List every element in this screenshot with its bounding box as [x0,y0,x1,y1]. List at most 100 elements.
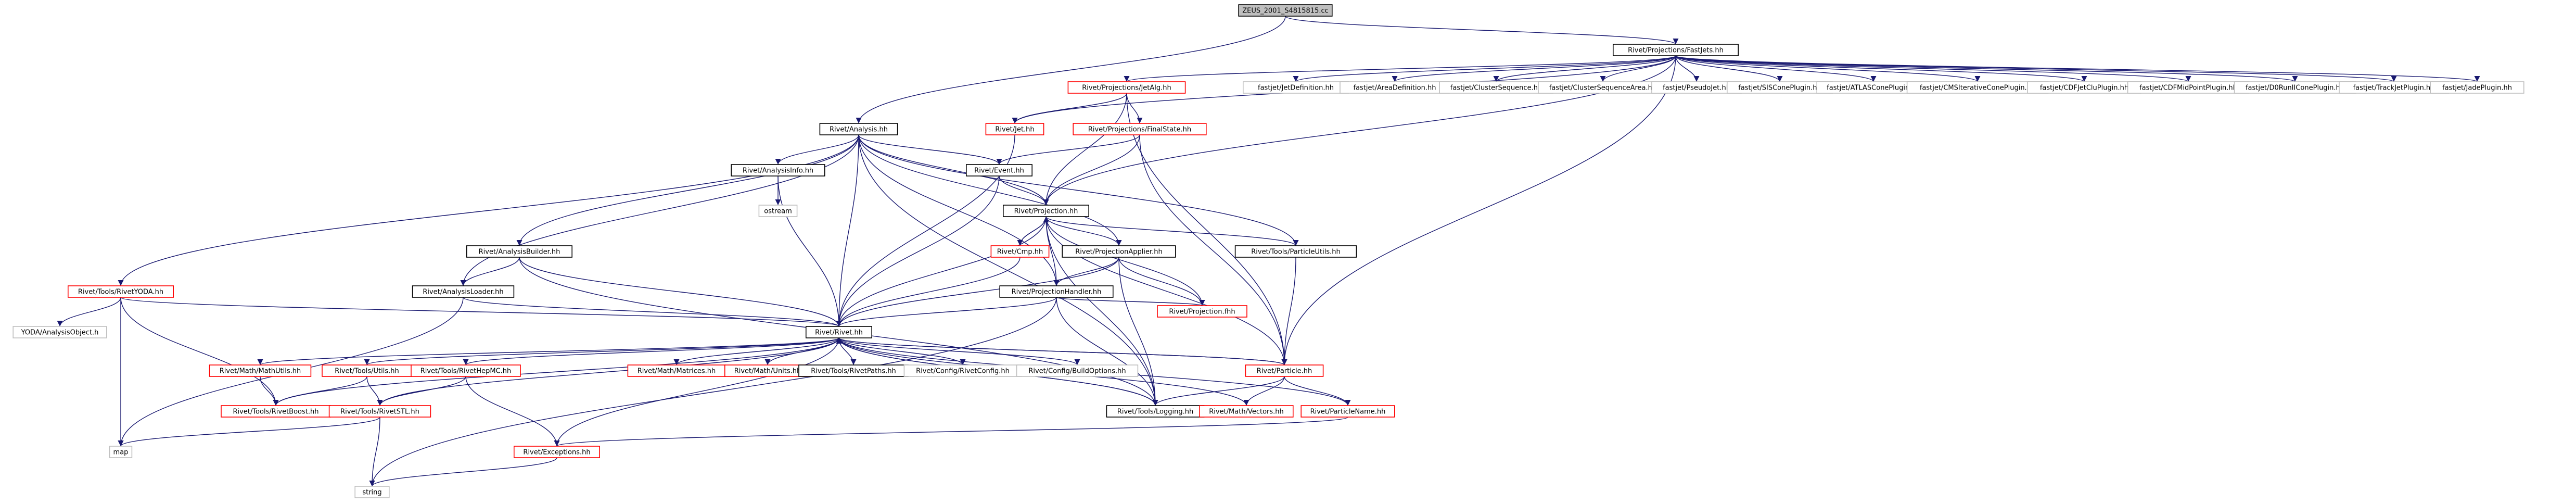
node-units[interactable]: Rivet/Math/Units.hh [724,364,811,377]
node-jade[interactable]: fastjet/JadePlugin.hh [2430,81,2524,94]
node-cdfmid[interactable]: fastjet/CDFMidPointPlugin.hh [2127,81,2250,94]
edge-rivetyoda-to-yodaao [57,297,121,327]
node-label: Rivet/AnalysisInfo.hh [743,167,813,175]
edge-finalstate-to-particle [1139,134,1287,366]
edge-rivethh-to-exceptions [554,337,839,447]
node-box [1003,205,1090,217]
node-label: Rivet/AnalysisBuilder.hh [479,248,560,256]
edge-rivethepmc-to-rivetstl [377,376,466,406]
node-projapplier[interactable]: Rivet/ProjectionApplier.hh [1062,245,1176,258]
node-cdfjetclu[interactable]: fastjet/CDFJetCluPlugin.hh [2027,81,2141,94]
edge-fastjets-to-cmscone [1675,55,1981,82]
node-exceptions[interactable]: Rivet/Exceptions.hh [513,446,600,458]
node-event[interactable]: Rivet/Event.hh [966,164,1033,177]
node-map[interactable]: map [109,446,133,458]
node-clusterseqarea[interactable]: fastjet/ClusterSequenceArea.hh [1538,81,1668,94]
edge-cmp-to-rivethh [836,257,1021,327]
node-label: fastjet/TrackJetPlugin.hh [2353,84,2435,92]
node-label: Rivet/Math/Matrices.hh [637,368,716,375]
node-analysisinfo[interactable]: Rivet/AnalysisInfo.hh [731,164,825,177]
node-yodaao[interactable]: YODA/AnalysisObject.h [12,326,107,338]
node-logging[interactable]: Rivet/Tools/Logging.hh [1106,405,1205,418]
node-particleutils[interactable]: Rivet/Tools/ParticleUtils.hh [1234,245,1357,258]
edge-projhandler-to-logging [1056,297,1158,406]
node-utils[interactable]: Rivet/Tools/Utils.hh [322,364,412,377]
node-rivethh[interactable]: Rivet/Rivet.hh [806,326,873,338]
node-rivetyoda[interactable]: Rivet/Tools/RivetYODA.hh [68,285,174,298]
edge-analysis-to-rivethh [836,134,859,327]
node-d0run[interactable]: fastjet/D0RunIIConePlugin.hh [2234,81,2356,94]
edge-fastjets-to-d0run [1675,55,2298,82]
node-rivetstl[interactable]: Rivet/Tools/RivetSTL.hh [328,405,431,418]
edge-fastjets-to-jetdef [1293,55,1676,82]
edge-analysis-to-projhandler [858,134,1060,286]
node-label: fastjet/CDFJetCluPlugin.hh [2040,84,2128,92]
node-label: ZEUS_2001_S4815815.cc [1242,7,1329,15]
node-finalstate[interactable]: Rivet/Projections/FinalState.hh [1073,123,1207,135]
node-box [1245,364,1324,377]
node-projection[interactable]: Rivet/Projection.hh [1003,205,1090,217]
node-buildoptions[interactable]: Rivet/Config/BuildOptions.hh [1016,364,1139,377]
node-matrices[interactable]: Rivet/Math/Matrices.hh [627,364,726,377]
node-box [209,364,312,377]
node-label: fastjet/JadePlugin.hh [2442,84,2512,92]
node-particle[interactable]: Rivet/Particle.hh [1245,364,1324,377]
node-label: fastjet/JetDefinition.hh [1258,84,1334,92]
node-projfhh[interactable]: Rivet/Projection.fhh [1157,305,1247,318]
node-fastjets[interactable]: Rivet/Projections/FastJets.hh [1613,44,1739,56]
node-clusterseq[interactable]: fastjet/ClusterSequence.hh [1439,81,1553,94]
edge-root-to-analysis [856,16,1286,124]
node-label: Rivet/Event.hh [974,167,1024,175]
node-string[interactable]: string [354,486,390,498]
node-label: Rivet/Math/Units.hh [734,368,801,375]
node-rivetboost[interactable]: Rivet/Tools/RivetBoost.hh [221,405,331,418]
node-label: Rivet/Tools/ParticleUtils.hh [1251,248,1340,256]
node-label: ostream [764,208,792,216]
node-box [1157,305,1247,318]
node-rivetpaths[interactable]: Rivet/Tools/RivetPaths.hh [798,364,909,377]
node-mathutils[interactable]: Rivet/Math/MathUtils.hh [209,364,312,377]
node-jet[interactable]: Rivet/Jet.hh [985,123,1044,135]
edge-rivetstl-to-string [369,417,380,487]
node-particlename[interactable]: Rivet/ParticleName.hh [1300,405,1395,418]
node-label: Rivet/Cmp.hh [997,248,1043,256]
edge-jet-to-rivethh [836,134,1015,327]
node-trackjet[interactable]: fastjet/TrackJetPlugin.hh [2339,81,2449,94]
node-cmp[interactable]: Rivet/Cmp.hh [990,245,1050,258]
edge-cmp-to-projection [1019,216,1049,246]
edge-projection-to-logging [1045,216,1158,406]
node-box [411,364,521,377]
node-projhandler[interactable]: Rivet/ProjectionHandler.hh [999,285,1114,298]
node-box [1300,405,1395,418]
edge-rivethh-to-utils [364,337,839,366]
node-ostream[interactable]: ostream [758,205,798,217]
node-label: Rivet/Particle.hh [1257,368,1312,375]
node-box [819,123,898,135]
node-label: Rivet/Projections/FastJets.hh [1628,47,1724,55]
edge-projapplier-to-logging [1118,257,1158,406]
node-box [513,446,600,458]
node-box [466,245,572,258]
edge-utils-to-rivetboost [273,376,367,406]
edge-fastjets-to-jade [1675,55,2480,82]
node-areadef[interactable]: fastjet/AreaDefinition.hh [1340,81,1450,94]
node-jetdef[interactable]: fastjet/JetDefinition.hh [1243,81,1349,94]
node-cmscone[interactable]: fastjet/CMSIterativeConePlugin.hh [1906,81,2049,94]
edge-rivethh-to-buildoptions [838,337,1080,366]
node-analysisloader[interactable]: Rivet/AnalysisLoader.hh [412,285,515,298]
node-rivetconfig[interactable]: Rivet/Config/RivetConfig.hh [903,364,1022,377]
edge-jetalg-to-finalstate [1126,93,1143,124]
node-box [990,245,1050,258]
node-label: Rivet/Projections/FinalState.hh [1088,126,1191,134]
node-jetalg[interactable]: Rivet/Projections/JetAlg.hh [1067,81,1186,94]
node-label: fastjet/CMSIterativeConePlugin.hh [1920,84,2035,92]
node-analysisbuilder[interactable]: Rivet/AnalysisBuilder.hh [466,245,572,258]
node-rivethepmc[interactable]: Rivet/Tools/RivetHepMC.hh [411,364,521,377]
edge-event-to-rivethh [836,175,1000,327]
node-analysis[interactable]: Rivet/Analysis.hh [819,123,898,135]
node-root[interactable]: ZEUS_2001_S4815815.cc [1238,4,1333,17]
node-vectors[interactable]: Rivet/Math/Vectors.hh [1199,405,1294,418]
edge-fastjets-to-areadef [1392,55,1676,82]
node-label: Rivet/Tools/RivetHepMC.hh [420,368,512,375]
